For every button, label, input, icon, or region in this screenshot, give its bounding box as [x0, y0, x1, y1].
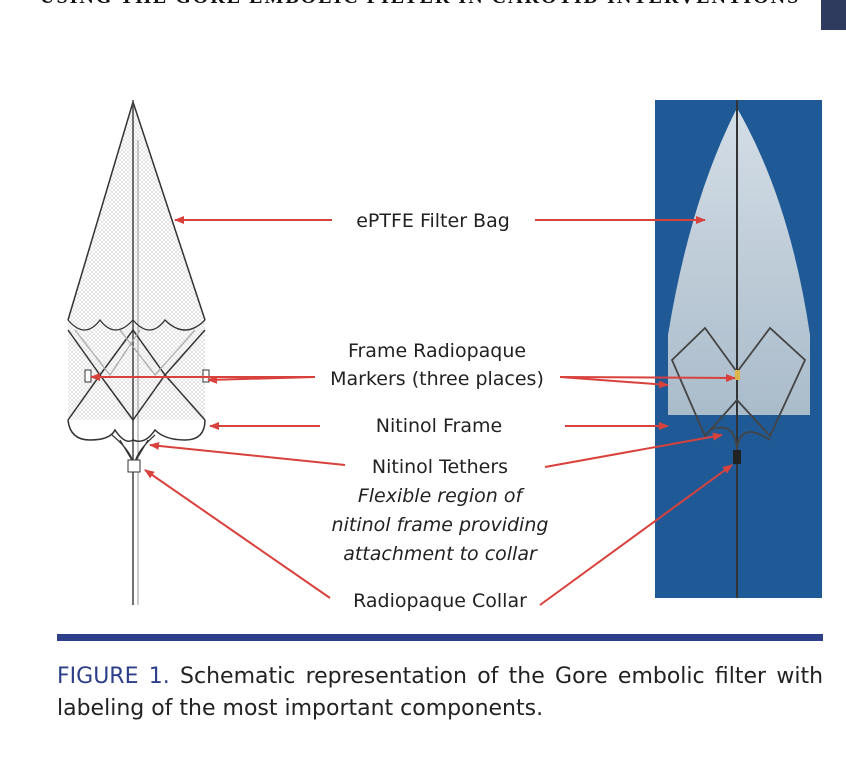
caption-text: Schematic representation of the Gore emb… — [57, 664, 824, 721]
label-radiopaque-collar: Radiopaque Collar — [353, 590, 527, 612]
figure-caption: FIGURE 1. Schematic representation of th… — [57, 661, 823, 725]
label-flexible-line3: attachment to collar — [343, 543, 538, 565]
label-flexible-line1: Flexible region of — [358, 485, 526, 507]
figure-number: FIGURE 1. — [57, 664, 170, 689]
label-markers-line2: Markers (three places) — [330, 368, 544, 390]
label-nitinol-tethers: Nitinol Tethers — [372, 456, 508, 478]
schematic-filter — [67, 100, 210, 605]
label-nitinol-frame: Nitinol Frame — [376, 415, 502, 437]
figure-divider — [57, 634, 823, 641]
page-corner-decoration — [821, 0, 846, 30]
label-flexible-line2: nitinol frame providing — [332, 514, 549, 536]
figure-diagram: ePTFE Filter Bag Frame Radiopaque Marker… — [67, 100, 822, 612]
annotation-arrows — [90, 216, 736, 606]
photo-filter — [655, 100, 822, 598]
running-header: USING THE GORE EMBOLIC FILTER IN CAROTID… — [40, 0, 800, 9]
label-markers-line1: Frame Radiopaque — [348, 340, 526, 362]
label-filter-bag: ePTFE Filter Bag — [356, 210, 510, 232]
